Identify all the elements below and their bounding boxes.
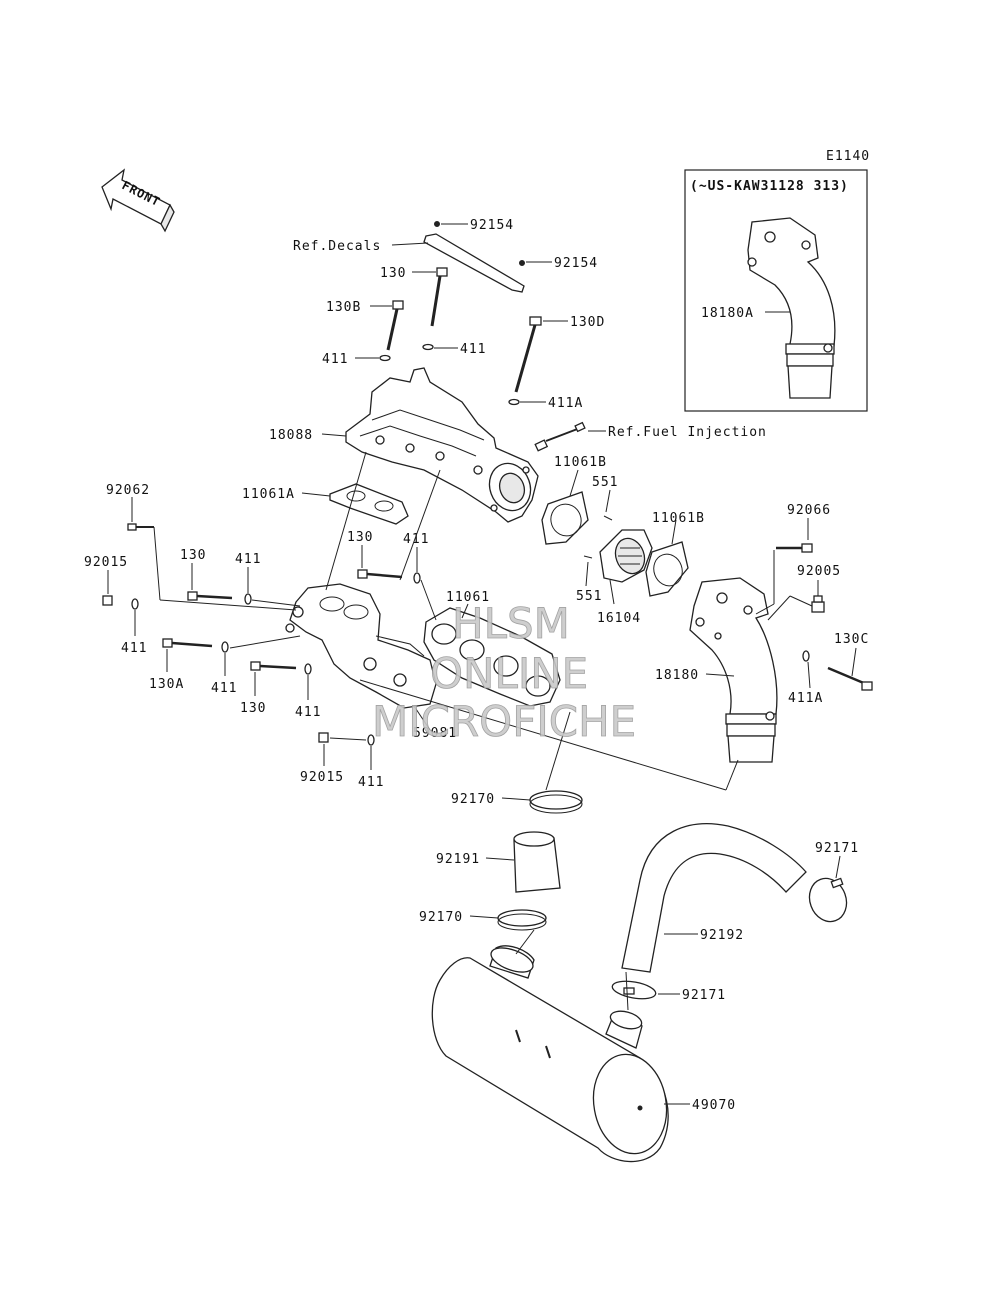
washer-411-mid2 <box>413 572 421 584</box>
gasket-11061 <box>423 607 561 707</box>
inset-title: (~US-KAW31128 313) <box>690 179 849 194</box>
label-411-l2: 411 <box>235 552 261 567</box>
watermark-line3: MICROFICHE <box>372 697 636 746</box>
bolt-130B <box>386 300 404 351</box>
label-92062: 92062 <box>106 483 150 498</box>
ref-fuel-injection-label: Ref.Fuel Injection <box>608 425 767 440</box>
muffler-49070 <box>431 945 669 1163</box>
sleeve-92191 <box>513 831 561 893</box>
label-11061B-b: 11061B <box>652 511 705 526</box>
washer-411-bot <box>304 663 312 675</box>
bolt-130-mid <box>357 569 403 579</box>
exhaust-valve-16104 <box>599 529 653 583</box>
label-92191: 92191 <box>436 852 480 867</box>
washer-411A-right <box>802 650 810 662</box>
exhaust-manifold-59081 <box>285 583 437 709</box>
clamp-92170-b <box>497 909 547 931</box>
elbow-pipe-18180A <box>747 217 836 399</box>
exhaust-pipe-18088 <box>345 367 539 523</box>
bolt-130C <box>827 666 873 691</box>
label-92154-a: 92154 <box>470 218 514 233</box>
label-130A: 130A <box>149 677 184 692</box>
label-92154-b: 92154 <box>554 256 598 271</box>
label-92005: 92005 <box>797 564 841 579</box>
elbow-pipe-18180 <box>689 577 778 763</box>
washer-411-left <box>379 354 391 362</box>
fitting-92005 <box>811 595 825 613</box>
washer-411A-top <box>508 398 520 406</box>
label-11061: 11061 <box>446 590 490 605</box>
watermark-line2: ONLINE <box>430 649 588 698</box>
bolt-92066 <box>776 543 813 553</box>
pin-551-a <box>603 515 613 521</box>
label-130-mid: 130 <box>347 530 373 545</box>
nut-92015-b <box>318 732 329 743</box>
diagram-code: E1140 <box>826 149 870 164</box>
label-11061B-a: 11061B <box>554 455 607 470</box>
label-49070: 49070 <box>692 1098 736 1113</box>
label-18180A: 18180A <box>701 306 754 321</box>
gasket-11061B-b <box>645 541 689 597</box>
label-411A-top: 411A <box>548 396 583 411</box>
label-92170-b: 92170 <box>419 910 463 925</box>
label-92171-b: 92171 <box>682 988 726 1003</box>
label-92171-a: 92171 <box>815 841 859 856</box>
label-92192: 92192 <box>700 928 744 943</box>
label-411-bot2: 411 <box>358 775 384 790</box>
decal-plate <box>423 221 525 293</box>
label-130-left: 130 <box>180 548 206 563</box>
gasket-11061A <box>329 483 409 525</box>
label-130C: 130C <box>834 632 869 647</box>
label-130-bot: 130 <box>240 701 266 716</box>
washer-411-mid <box>422 343 434 351</box>
bolt-130-left <box>187 591 233 601</box>
label-411-l4: 411 <box>211 681 237 696</box>
label-551-b: 551 <box>576 589 602 604</box>
watermark: HLSM ONLINE MICROFICHE <box>372 599 637 747</box>
front-arrow-icon: FRONT <box>101 168 175 233</box>
label-551-a: 551 <box>592 475 618 490</box>
clamp-92170-a <box>529 790 583 814</box>
label-16104: 16104 <box>597 611 641 626</box>
label-18088: 18088 <box>269 428 313 443</box>
inset-box: (~US-KAW31128 313) 18180A <box>684 169 868 412</box>
label-411-l3: 411 <box>121 641 147 656</box>
label-130B: 130B <box>326 300 361 315</box>
label-92015-a: 92015 <box>84 555 128 570</box>
label-411-mid2: 411 <box>403 532 429 547</box>
washer-411-l3 <box>131 598 139 610</box>
watermark-line1: HLSM <box>452 599 570 648</box>
bolt-130A <box>162 638 213 648</box>
label-92170-a: 92170 <box>451 792 495 807</box>
gasket-11061B-a <box>541 491 589 545</box>
bolt-130-top <box>430 267 448 327</box>
label-411A-right: 411A <box>788 691 823 706</box>
clamp-92171-a <box>808 877 848 923</box>
washer-411-l4 <box>221 641 229 653</box>
bolt-130-bot <box>250 661 297 671</box>
bolt-130D <box>514 316 542 393</box>
washer-411-bot2 <box>367 734 375 746</box>
label-59081: 59081 <box>413 726 457 741</box>
label-130D: 130D <box>570 315 605 330</box>
label-92015-b: 92015 <box>300 770 344 785</box>
label-411-left: 411 <box>322 352 348 367</box>
washer-411-l2 <box>244 593 252 605</box>
clamp-92171-b <box>611 980 657 1000</box>
nut-92015-a <box>102 595 113 606</box>
fuel-injection-fitting <box>534 421 586 452</box>
label-411-mid: 411 <box>460 342 486 357</box>
pin-551-b <box>583 555 593 559</box>
hose-92192 <box>621 823 807 973</box>
bolt-92062 <box>127 523 154 531</box>
label-18180: 18180 <box>655 668 699 683</box>
label-411-bot: 411 <box>295 705 321 720</box>
label-11061A: 11061A <box>242 487 295 502</box>
label-92066: 92066 <box>787 503 831 518</box>
label-130-top: 130 <box>380 266 406 281</box>
ref-decals-label: Ref.Decals <box>293 239 381 254</box>
